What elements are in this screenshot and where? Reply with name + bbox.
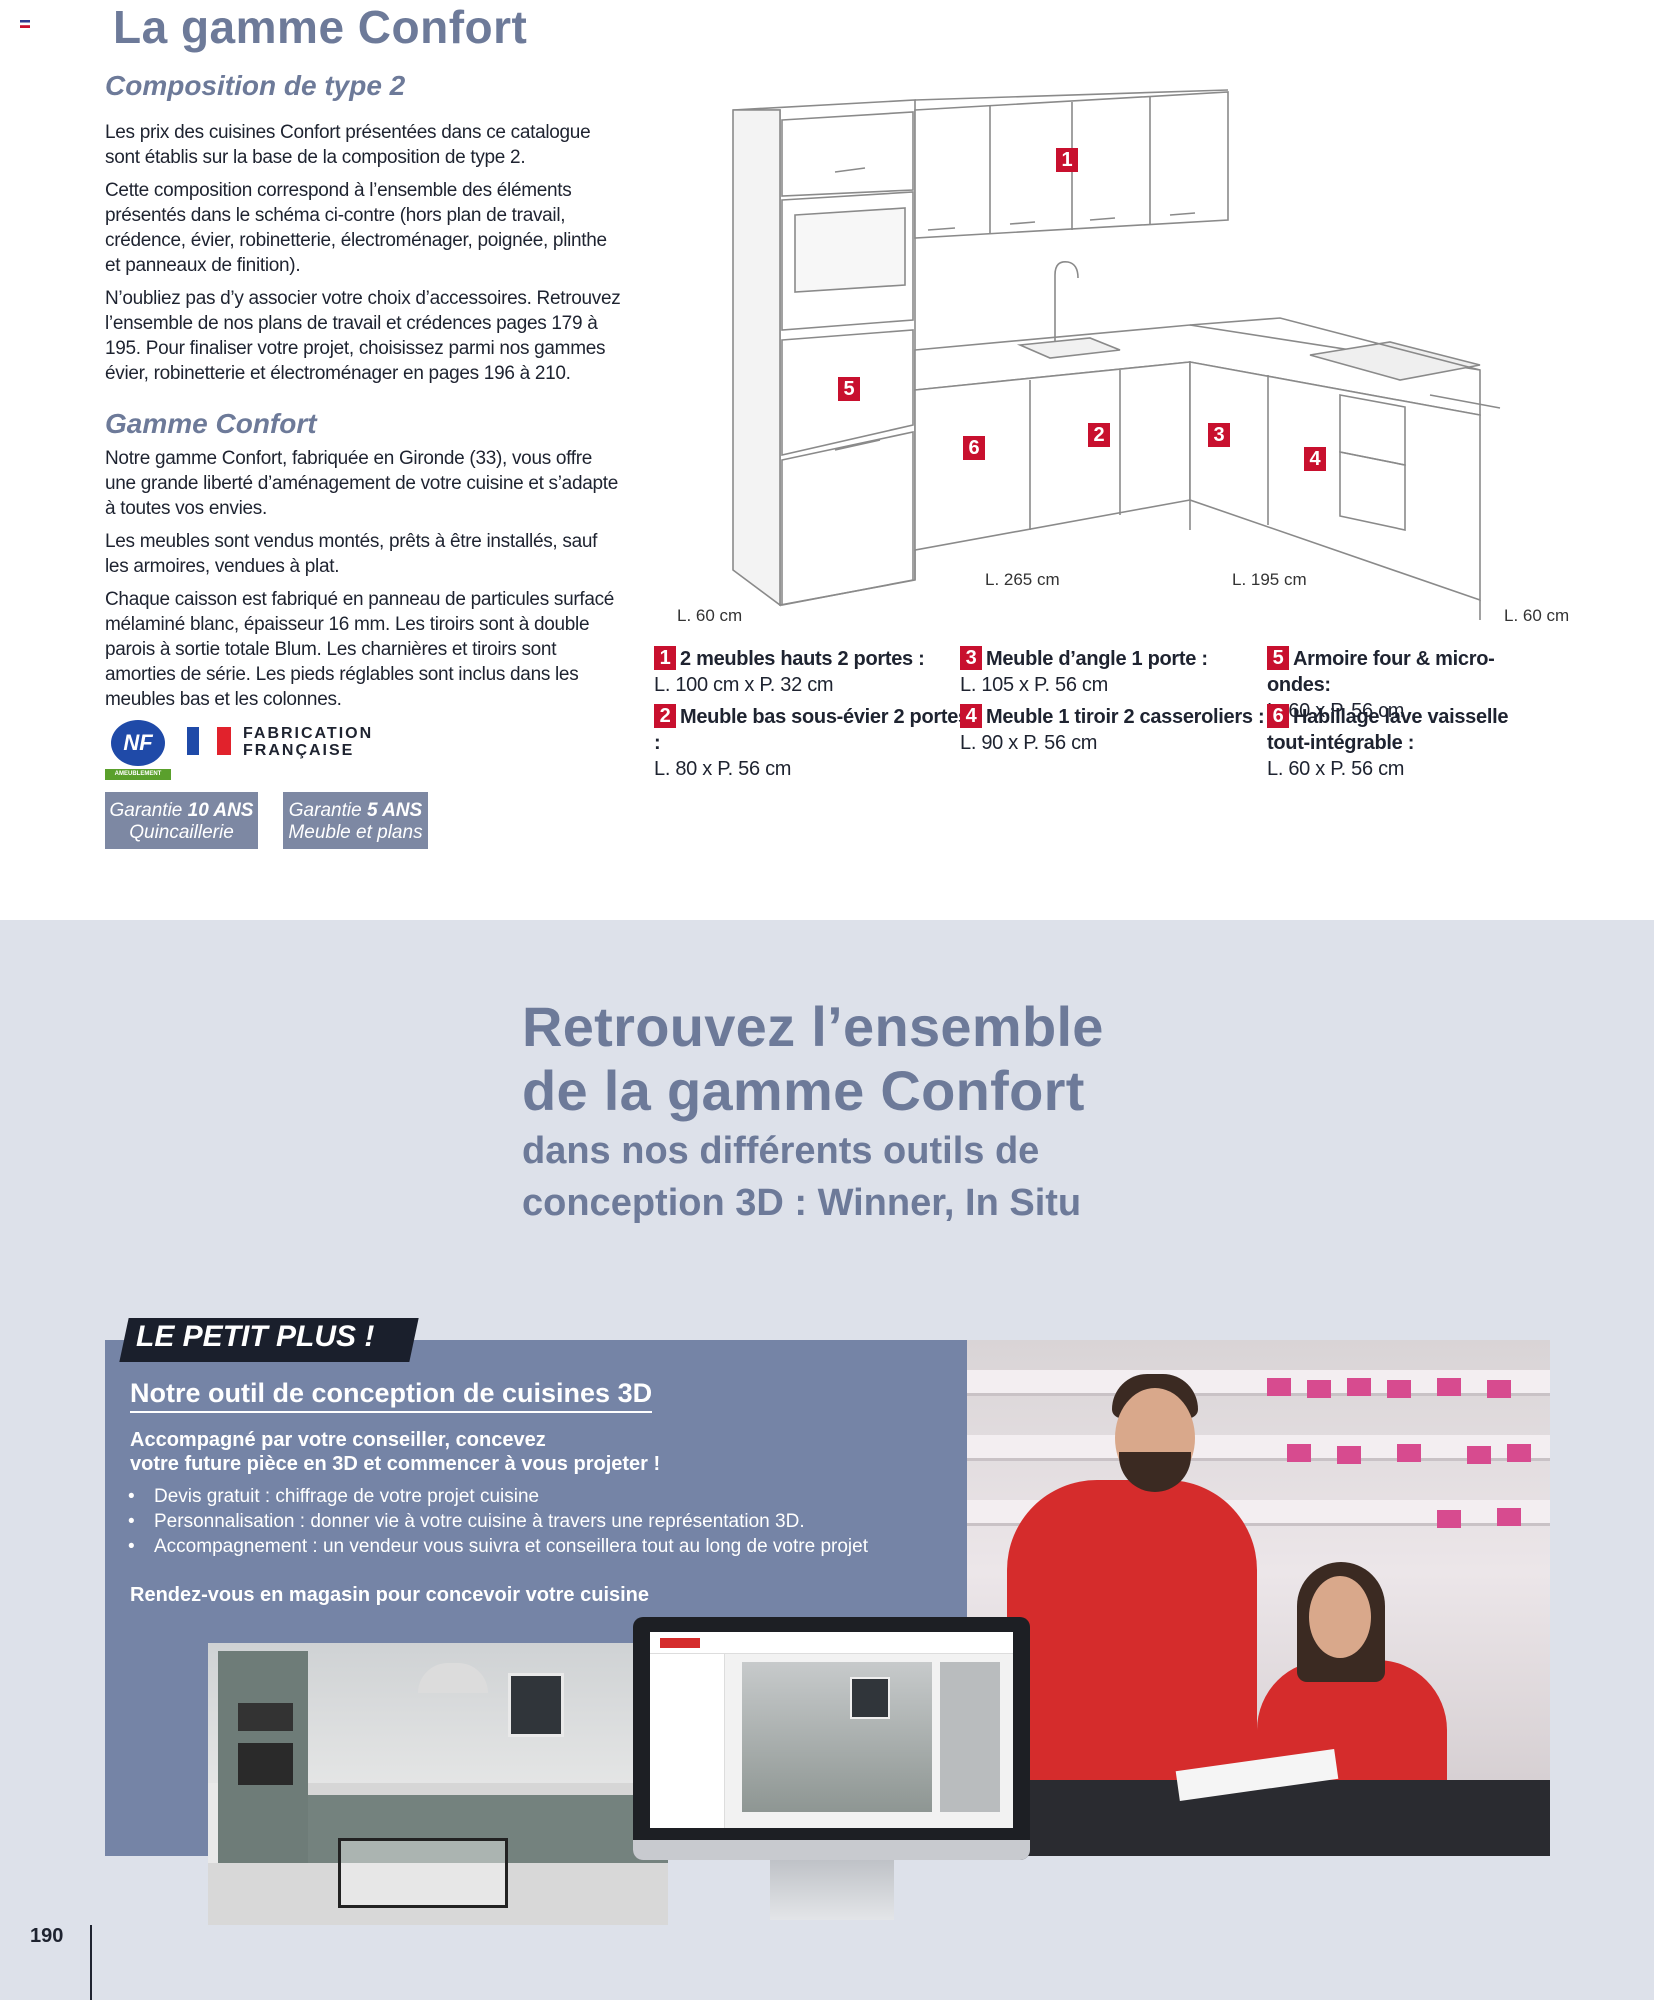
diagram-marker-6: 6 xyxy=(963,436,985,460)
promo-headline-line-1: Retrouvez l’ensemble xyxy=(522,995,1104,1058)
composition-heading: Composition de type 2 xyxy=(105,70,406,101)
tool-cta: Rendez-vous en magasin pour concevoir vo… xyxy=(130,1584,650,1606)
legend-detail: L. 100 cm x P. 32 cm xyxy=(654,674,834,696)
gamme-paragraph-3: Chaque caisson est fabriqué en panneau d… xyxy=(105,589,615,710)
guarantee-scope: Quincaillerie xyxy=(129,822,234,843)
legend-detail: L. 105 x P. 56 cm xyxy=(960,674,1108,696)
guarantee-duration: 10 ANS xyxy=(187,800,254,821)
page-number-rule xyxy=(90,1925,92,2000)
dimension-wall: L. 265 cm xyxy=(985,570,1060,589)
composition-paragraph-1: Les prix des cuisines Confort présentées… xyxy=(105,122,591,168)
promo-sub-line-1: dans nos différents outils de xyxy=(522,1130,1040,1172)
fabrication-line-1: FABRICATION xyxy=(243,725,374,742)
promo-headline: Retrouvez l’ensemble de la gamme Confort xyxy=(522,995,1104,1123)
guarantee-prefix: Garantie xyxy=(288,800,362,821)
kitchen-diagram xyxy=(732,89,1501,620)
promo-sub-line-2: conception 3D : Winner, In Situ xyxy=(522,1182,1082,1224)
diagram-marker-4: 4 xyxy=(1304,447,1326,471)
monitor-chin xyxy=(633,1840,1030,1860)
composition-paragraph-3: N’oubliez pas d’y associer votre choix d… xyxy=(105,288,621,384)
legend-detail: L. 60 x P. 56 cm xyxy=(1267,758,1405,780)
monitor-stand xyxy=(770,1860,894,1920)
legend-detail: L. 80 x P. 56 cm xyxy=(654,758,792,780)
fabrication-francaise: FABRICATION FRANÇAISE xyxy=(243,725,373,759)
legend-label: 2 meubles hauts 2 portes : xyxy=(680,648,925,670)
legend-label: Meuble d’angle 1 porte : xyxy=(986,648,1208,670)
legend-number: 5 xyxy=(1267,646,1289,670)
list-item: Devis gratuit : chiffrage de votre proje… xyxy=(128,1484,868,1509)
tool-subtitle-line-1: Accompagné par votre conseiller, conceve… xyxy=(130,1429,546,1451)
page-number: 190 xyxy=(30,1925,64,1947)
tool-title: Notre outil de conception de cuisines 3D xyxy=(130,1378,653,1413)
monitor-screen xyxy=(650,1632,1013,1828)
nf-logo-text: NF xyxy=(123,730,153,755)
base-cabinets xyxy=(914,260,1501,620)
diagram-marker-1: 1 xyxy=(1056,148,1078,172)
legend-number: 6 xyxy=(1267,704,1289,728)
composition-paragraph-2: Cette composition correspond à l’ensembl… xyxy=(105,180,607,276)
staff-photo xyxy=(967,1340,1550,1856)
guarantee-badge-hardware: Garantie 10 ANS Quincaillerie xyxy=(105,792,258,849)
gamme-heading: Gamme Confort xyxy=(105,408,317,439)
legend-number: 2 xyxy=(654,704,676,728)
nf-logo-sub: AMEUBLEMENT xyxy=(105,769,171,780)
legend-number: 4 xyxy=(960,704,982,728)
fabrication-line-2: FRANÇAISE xyxy=(243,742,355,759)
gamme-paragraph-1: Notre gamme Confort, fabriquée en Girond… xyxy=(105,448,618,519)
legend-number: 3 xyxy=(960,646,982,670)
guarantee-prefix: Garantie xyxy=(109,800,183,821)
diagram-marker-5: 5 xyxy=(838,377,860,401)
promo-subheadline: dans nos différents outils de conception… xyxy=(522,1125,1081,1229)
petit-plus-tag: LE PETIT PLUS ! xyxy=(136,1320,375,1353)
page-title: La gamme Confort xyxy=(113,1,528,53)
guarantee-duration: 5 ANS xyxy=(366,800,423,821)
tool-benefits-list: Devis gratuit : chiffrage de votre proje… xyxy=(128,1484,868,1559)
legend-label: Habillage lave vaisselle tout-intégrable… xyxy=(1267,706,1509,754)
dimension-corner: L. 195 cm xyxy=(1232,570,1307,589)
flag-icon xyxy=(20,20,30,28)
diagram-marker-3: 3 xyxy=(1208,423,1230,447)
tool-subtitle-line-2: votre future pièce en 3D et commencer à … xyxy=(130,1453,661,1475)
legend-label: Armoire four & micro-ondes: xyxy=(1267,648,1495,696)
legend-number: 1 xyxy=(654,646,676,670)
nf-logo: NF AMEUBLEMENT xyxy=(105,720,171,782)
tall-column-unit xyxy=(732,99,916,607)
gamme-text: Notre gamme Confort, fabriquée en Girond… xyxy=(105,446,625,720)
promo-headline-line-2: de la gamme Confort xyxy=(522,1059,1085,1122)
guarantee-badge-furniture: Garantie 5 ANS Meuble et plans xyxy=(283,792,428,849)
gamme-paragraph-2: Les meubles sont vendus montés, prêts à … xyxy=(105,531,598,577)
legend-label: Meuble bas sous-évier 2 portes : xyxy=(654,706,969,754)
diagram-marker-2: 2 xyxy=(1088,423,1110,447)
list-item: Personnalisation : donner vie à votre cu… xyxy=(128,1509,868,1534)
kitchen-3d-render xyxy=(208,1643,668,1925)
legend-detail: L. 90 x P. 56 cm xyxy=(960,732,1098,754)
dimension-left: L. 60 cm xyxy=(677,606,743,625)
list-item: Accompagnement : un vendeur vous suivra … xyxy=(128,1534,868,1559)
composition-text: Les prix des cuisines Confort présentées… xyxy=(105,120,625,394)
legend-label: Meuble 1 tiroir 2 casseroliers : xyxy=(986,706,1265,728)
dimension-right: L. 60 cm xyxy=(1504,606,1570,625)
tool-subtitle: Accompagné par votre conseiller, conceve… xyxy=(130,1428,660,1476)
legend-detail: L. 60 x P. 56 cm xyxy=(1267,700,1405,722)
guarantee-scope: Meuble et plans xyxy=(288,822,423,843)
french-flag-icon xyxy=(187,727,233,755)
